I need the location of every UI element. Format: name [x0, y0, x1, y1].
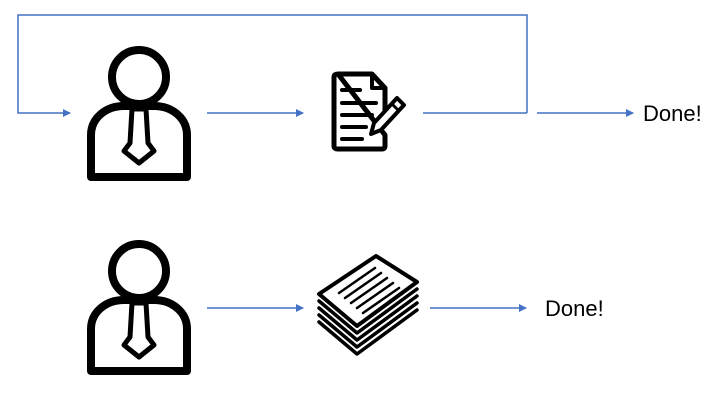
document-with-pen-icon: [331, 71, 406, 152]
stacked-papers-icon: [317, 254, 419, 356]
flow-direct: Done!: [87, 240, 604, 375]
done-label: Done!: [643, 101, 702, 126]
flow-with-review-loop: Done!: [17, 14, 702, 181]
feedback-loop-connector: [17, 14, 528, 117]
person-with-tie-icon: [87, 46, 191, 181]
done-label: Done!: [545, 296, 604, 321]
person-with-tie-icon: [87, 240, 191, 375]
